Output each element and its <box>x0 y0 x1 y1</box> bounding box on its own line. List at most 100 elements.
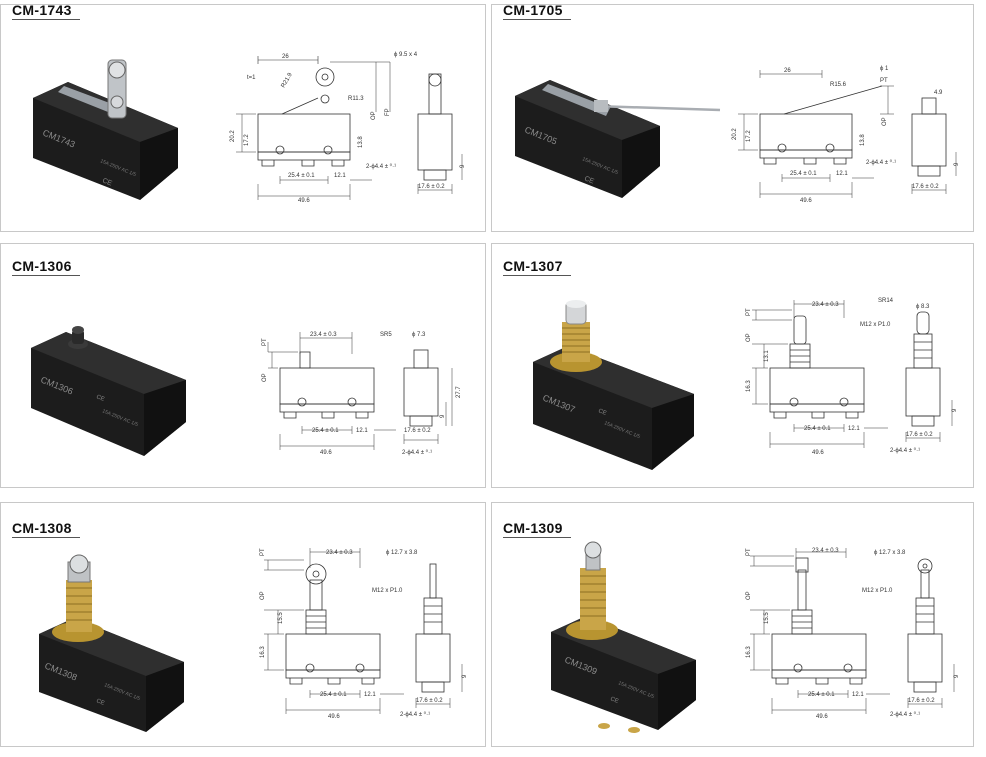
dim-pt: PT <box>880 78 888 84</box>
dim-w2: 12.1 <box>852 692 864 698</box>
dim-r2: R11.3 <box>348 96 364 102</box>
dim-thread: M12 x P1.0 <box>860 322 891 328</box>
dim-pt: PT <box>746 308 752 316</box>
dim-w3: 49.6 <box>298 198 310 204</box>
product-photo-cm-1309: CM1309 15A 250V AC 1/5 CE <box>551 541 696 733</box>
dim-phi: ϕ 1 <box>880 66 889 72</box>
dim-w2: 12.1 <box>836 171 848 177</box>
product-photo-cm-1308: CM1308 15A 250V AC 1/5 CE <box>39 554 184 732</box>
product-title: CM-1308 <box>12 520 72 536</box>
photo-ce-mark: CE <box>609 696 619 705</box>
dim-side-h: 9 <box>954 674 960 678</box>
dim-w2: 12.1 <box>334 173 346 179</box>
dim-thread: M12 x P1.0 <box>862 588 893 594</box>
dim-side-w: 17.6 ± 0.2 <box>912 184 939 190</box>
dim-w1: 25.4 ± 0.1 <box>288 173 315 179</box>
dim-hole: 2-ϕ4.4 ± ⁰·¹ <box>866 159 896 166</box>
dim-op: OP <box>746 333 752 342</box>
product-title: CM-1743 <box>12 2 72 18</box>
dim-t: t=1 <box>247 75 256 81</box>
dim-h1: 20.2 <box>230 130 236 142</box>
dim-op: OP <box>260 591 266 600</box>
photo-ce-mark: CE <box>101 177 113 187</box>
dim-hole: 2-ϕ4.4 ± ⁰·¹ <box>402 449 432 456</box>
dim-thread: M12 x P1.0 <box>372 588 403 594</box>
dim-side-h: 27.7 <box>456 386 462 398</box>
product-title: CM-1306 <box>12 258 72 274</box>
dim-h1: 15.5 <box>764 612 770 624</box>
dim-side-h2: 9 <box>440 414 446 418</box>
dim-side-top: ϕ 9.5 x 4 <box>394 52 418 58</box>
dim-h2: 16.3 <box>746 646 752 658</box>
dim-h3: 13.8 <box>860 134 866 146</box>
dim-side-w: 17.6 ± 0.2 <box>416 698 443 704</box>
title-underline <box>503 537 571 538</box>
dim-w3: 49.6 <box>320 450 332 456</box>
dim-hole: 2-ϕ4.4 ± ⁰·¹ <box>890 711 920 718</box>
dim-h2: 17.2 <box>746 130 752 142</box>
dim-h1: 13.1 <box>764 350 770 362</box>
dim-w3: 49.6 <box>328 714 340 720</box>
dim-op: OP <box>371 111 377 120</box>
title-underline <box>12 19 80 20</box>
dim-op: OP <box>262 373 268 382</box>
drawing-cm-1307: 23.4 ± 0.3 PT OP 13.1 16.3 SR14 ϕ 8.3 M1… <box>746 298 958 456</box>
photo-ce-mark: CE <box>597 408 607 417</box>
dim-side-h: 9 <box>952 408 958 412</box>
dim-h2: 17.2 <box>244 134 250 146</box>
product-title: CM-1309 <box>503 520 563 536</box>
dim-top: 23.4 ± 0.3 <box>812 302 839 308</box>
product-title: CM-1307 <box>503 258 563 274</box>
product-photo-cm-1743: CM1743 15A 250V AC 1/5 CE <box>33 59 178 200</box>
dim-h1: 20.2 <box>732 128 738 140</box>
dim-h1: 15.5 <box>278 612 284 624</box>
dim-w1: 25.4 ± 0.1 <box>808 692 835 698</box>
dim-r1: R21.9 <box>281 72 295 89</box>
dim-phi: ϕ 7.3 <box>412 332 426 338</box>
product-photo-cm-1705: CM1705 15A 250V AC 1/5 CE <box>515 80 721 198</box>
drawing-cm-1705: 26 R15.6 ϕ 1 PT OP 20.2 17.2 13.8 25.4 ±… <box>732 66 960 204</box>
photo-ce-mark: CE <box>95 698 105 707</box>
dim-fp: FP <box>385 108 391 116</box>
dim-top: 23.4 ± 0.3 <box>812 548 839 554</box>
dim-pt: PT <box>262 338 268 346</box>
title-underline <box>503 275 571 276</box>
dim-phi: ϕ 8.3 <box>916 304 930 310</box>
dim-pt: PT <box>260 548 266 556</box>
photo-ce-mark: CE <box>95 394 105 403</box>
dim-hole: 2-ϕ4.4 ± ⁰·¹ <box>366 163 396 170</box>
drawing-cm-1308: 23.4 ± 0.3 PT OP 15.5 16.3 ϕ 12.7 x 3.8 … <box>260 548 468 720</box>
dim-w2: 12.1 <box>356 428 368 434</box>
dim-top: 23.4 ± 0.3 <box>310 332 337 338</box>
dim-top: 26 <box>784 68 791 74</box>
dim-side-h: 9 <box>462 674 468 678</box>
dim-w3: 49.6 <box>800 198 812 204</box>
dim-side-w: 17.6 ± 0.2 <box>908 698 935 704</box>
drawing-cm-1306: 23.4 ± 0.3 PT OP SR5 ϕ 7.3 25.4 ± 0.1 12… <box>262 332 462 456</box>
drawing-cm-1743: 26 t=1 R21.9 R11.3 OP FP 20.2 17.2 13.8 … <box>230 52 466 204</box>
dim-w1: 25.4 ± 0.1 <box>320 692 347 698</box>
dim-w2: 12.1 <box>364 692 376 698</box>
product-photo-cm-1306: CM1306 15A 250V AC 1/5 CE <box>31 326 186 456</box>
dim-h2: 16.3 <box>260 646 266 658</box>
dim-w2: 12.1 <box>848 426 860 432</box>
dim-side-h: 9 <box>954 162 960 166</box>
dim-sr: SR5 <box>380 332 392 338</box>
dim-side-w: 17.6 ± 0.2 <box>418 184 445 190</box>
dim-op: OP <box>746 591 752 600</box>
title-underline <box>12 537 80 538</box>
dim-w3: 49.6 <box>812 450 824 456</box>
dim-side-w: 17.6 ± 0.2 <box>906 432 933 438</box>
dim-h3: 13.8 <box>358 136 364 148</box>
photo-ce-mark: CE <box>583 175 595 185</box>
dim-sr: SR14 <box>878 298 894 304</box>
dim-side-top: 4.9 <box>934 90 943 96</box>
product-photo-cm-1307: CM1307 15A 250V AC 1/5 CE <box>533 300 694 470</box>
dim-h2: 16.3 <box>746 380 752 392</box>
dim-roller: ϕ 12.7 x 3.8 <box>386 550 418 556</box>
dim-pt: PT <box>746 548 752 556</box>
dim-side-w: 17.6 ± 0.2 <box>404 428 431 434</box>
dim-side-h: 9 <box>460 164 466 168</box>
dim-op: OP <box>882 117 888 126</box>
dim-w1: 25.4 ± 0.1 <box>312 428 339 434</box>
